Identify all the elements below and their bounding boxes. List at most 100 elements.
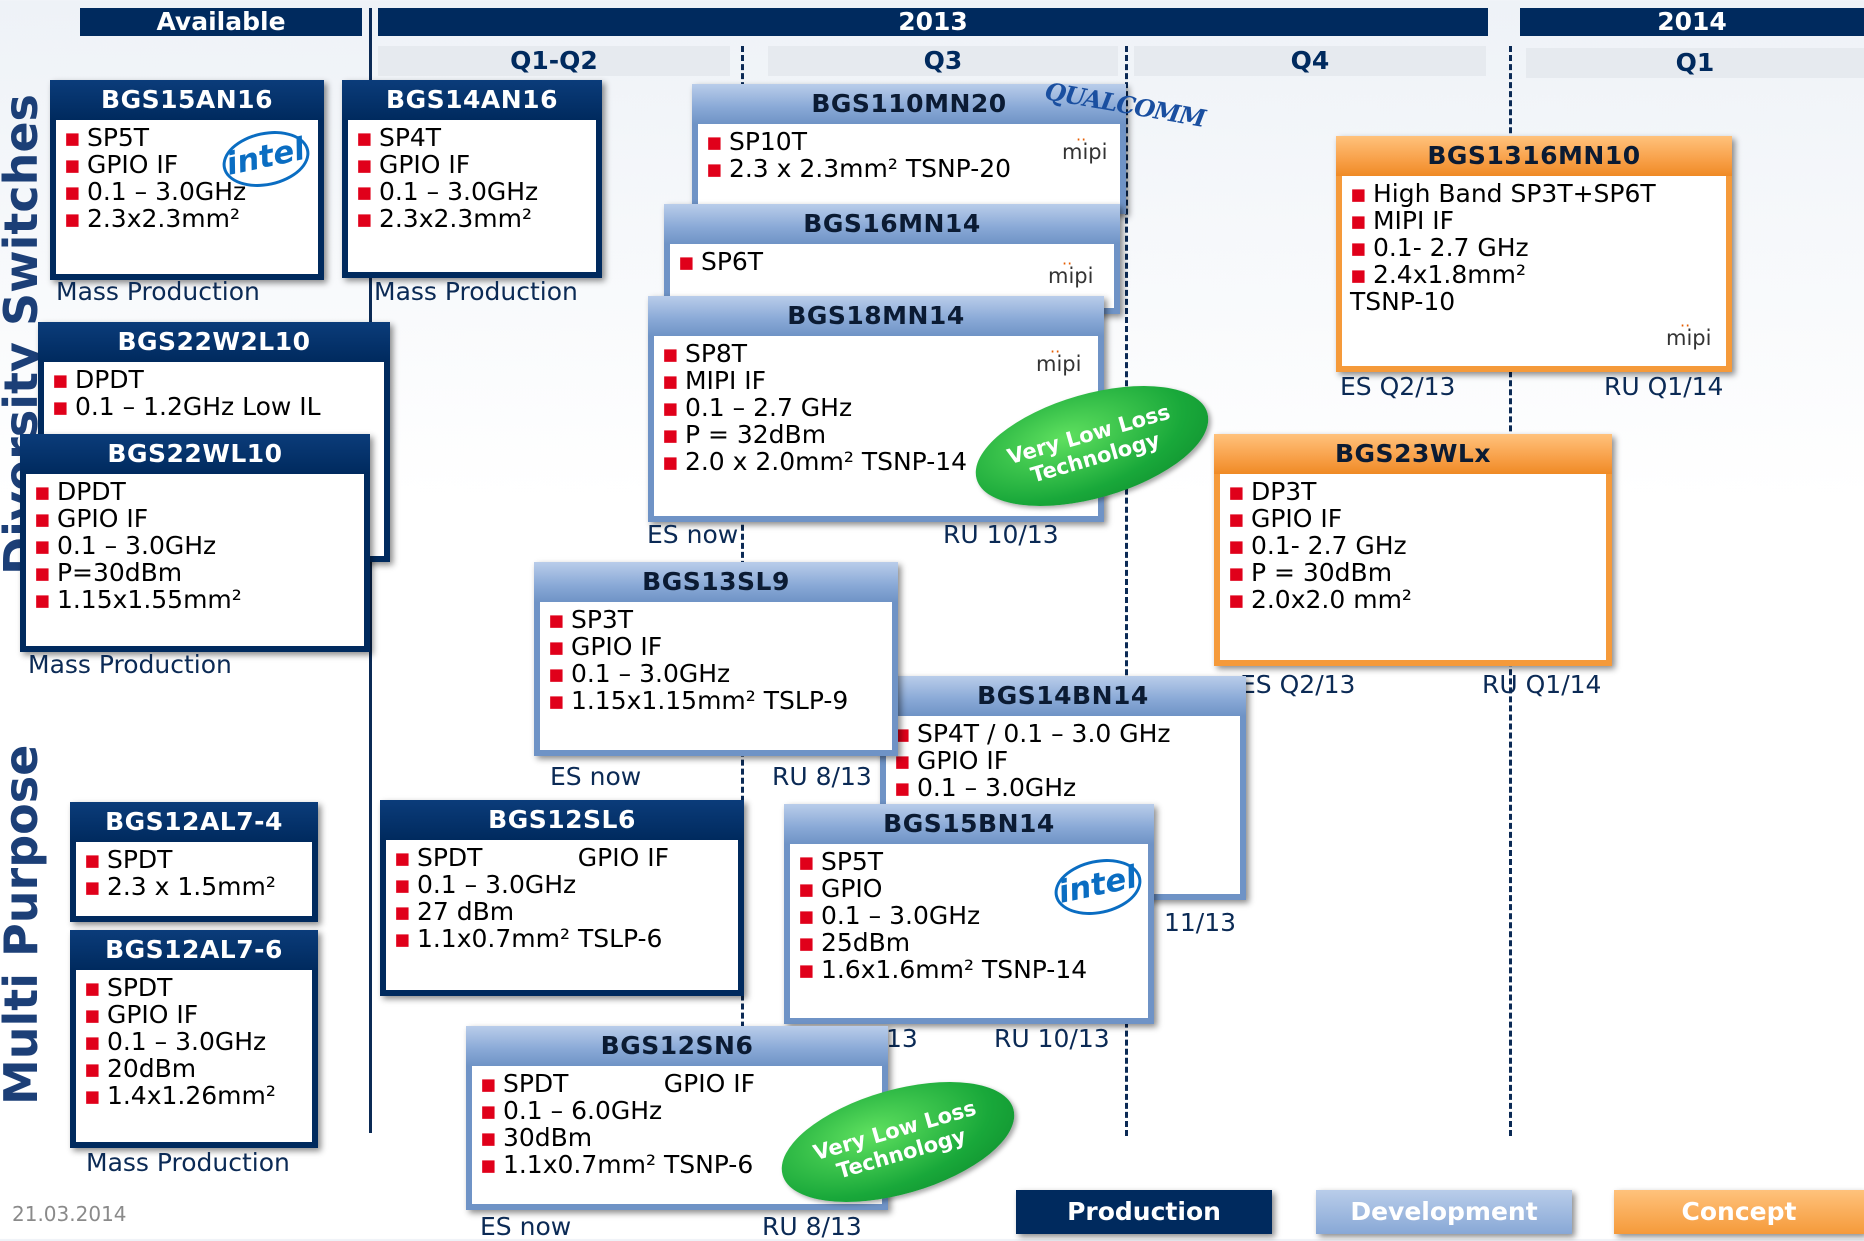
spec-item: 2.3 x 2.3mm² TSNP-20 <box>706 155 1112 182</box>
es-label: ES now <box>550 762 642 791</box>
mipi-logo-icon: mipi <box>1048 254 1093 288</box>
spec-item: 0.1 – 2.7 GHz <box>662 394 1090 421</box>
spec-item: SPDT <box>84 846 304 873</box>
spec-item: 0.1 – 1.2GHz Low IL <box>52 393 376 420</box>
card-body: SP4T GPIO IF 0.1 – 3.0GHz 2.3x2.3mm² <box>348 120 596 272</box>
card-bgs12sl6: BGS12SL6 SPDT GPIO IF 0.1 – 3.0GHz 27 dB… <box>380 800 744 996</box>
status-label: Mass Production <box>28 650 232 679</box>
card-title: BGS14BN14 <box>880 676 1246 716</box>
card-title: BGS15AN16 <box>50 80 324 120</box>
header-q3: Q3 <box>768 46 1118 76</box>
spec-item: SP4T <box>356 124 588 151</box>
card-bgs12sn6: BGS12SN6 SPDT GPIO IF 0.1 – 6.0GHz 30dBm… <box>466 1026 888 1210</box>
spec-item: 2.3x2.3mm² <box>64 205 310 232</box>
legend-production: Production <box>1016 1190 1272 1234</box>
card-body: High Band SP3T+SP6T MIPI IF 0.1- 2.7 GHz… <box>1342 176 1726 366</box>
spec-item: 0.1- 2.7 GHz <box>1350 234 1718 261</box>
spec-item-extra: TSNP-10 <box>1350 287 1456 316</box>
spec-item: SP4T / 0.1 – 3.0 GHz <box>894 720 1232 747</box>
spec-item: 27 dBm <box>394 898 730 925</box>
card-title: BGS14AN16 <box>342 80 602 120</box>
ru-label: RU Q1/14 <box>1482 670 1602 699</box>
header-year-2014: 2014 <box>1520 8 1864 36</box>
card-title: BGS18MN14 <box>648 296 1104 336</box>
spec-item: P = 30dBm <box>1228 559 1598 586</box>
spec-item: SPDT <box>84 974 304 1001</box>
spec-item: SP3T <box>548 606 884 633</box>
es-label: ES Q2/13 <box>1240 670 1356 699</box>
spec-item: 0.1- 2.7 GHz <box>1228 532 1598 559</box>
card-body: DP3T GPIO IF 0.1- 2.7 GHz P = 30dBm 2.0x… <box>1220 474 1606 660</box>
card-title: BGS12SL6 <box>380 800 744 840</box>
spec-item: 2.3 x 1.5mm² <box>84 873 304 900</box>
spec-item: 0.1 – 3.0GHz <box>798 902 1140 929</box>
card-title: BGS12SN6 <box>466 1026 888 1066</box>
card-bgs12al7-4: BGS12AL7-4 SPDT 2.3 x 1.5mm² <box>70 802 318 922</box>
spec-item: 0.1 – 3.0GHz <box>894 774 1232 801</box>
spec-item: 1.15x1.15mm² TSLP-9 <box>548 687 884 714</box>
card-body: SP5T GPIO IF 0.1 – 3.0GHz 2.3x2.3mm² <box>56 120 318 274</box>
card-title: BGS15BN14 <box>784 804 1154 844</box>
ru-label: RU 10/13 <box>943 520 1059 549</box>
spec-item: 2.0 x 2.0mm² TSNP-14 <box>662 448 1090 475</box>
card-bgs14an16: BGS14AN16 SP4T GPIO IF 0.1 – 3.0GHz 2.3x… <box>342 80 602 278</box>
spec-item: GPIO IF <box>34 505 356 532</box>
available-divider <box>369 8 372 1133</box>
header-year-2013: 2013 <box>378 8 1488 36</box>
card-bgs23wlx: BGS23WLx DP3T GPIO IF 0.1- 2.7 GHz P = 3… <box>1214 434 1612 666</box>
card-title: BGS12AL7-4 <box>70 802 318 842</box>
card-title: BGS110MN20 <box>692 84 1126 124</box>
card-title: BGS13SL9 <box>534 562 898 602</box>
card-body: DPDT GPIO IF 0.1 – 3.0GHz P=30dBm 1.15x1… <box>26 474 364 646</box>
spec-item: 0.1 – 3.0GHz <box>64 178 310 205</box>
card-title: BGS22WL10 <box>20 434 370 474</box>
spec-item: SP10T <box>706 128 1112 155</box>
card-bgs15bn14: BGS15BN14 SP5T GPIO 0.1 – 3.0GHz 25dBm 1… <box>784 804 1154 1024</box>
card-bgs110mn20: BGS110MN20 SP10T 2.3 x 2.3mm² TSNP-20 mi… <box>692 84 1126 214</box>
ru-label: RU 10/13 <box>994 1024 1110 1053</box>
spec-item: SP5T <box>64 124 310 151</box>
spec-item: 0.1 – 3.0GHz <box>84 1028 304 1055</box>
header-q4: Q4 <box>1134 46 1486 76</box>
spec-item: DPDT <box>52 366 376 393</box>
spec-item: SPDT GPIO IF <box>394 844 730 871</box>
card-title: BGS22W2L10 <box>38 322 390 362</box>
spec-item: 0.1 – 3.0GHz <box>34 532 356 559</box>
spec-item: GPIO IF <box>64 151 310 178</box>
footer-date: 21.03.2014 <box>12 1202 127 1226</box>
spec-item: 1.4x1.26mm² <box>84 1082 304 1109</box>
spec-item: DP3T <box>1228 478 1598 505</box>
ru-label: 11/13 <box>1164 908 1237 937</box>
card-title: BGS16MN14 <box>664 204 1120 244</box>
mipi-logo-icon: mipi <box>1062 130 1107 164</box>
spec-item: GPIO IF <box>548 633 884 660</box>
spec-item: 1.15x1.55mm² <box>34 586 356 613</box>
es-label: ES now <box>647 520 739 549</box>
card-body: SP10T 2.3 x 2.3mm² TSNP-20 <box>698 124 1120 208</box>
mipi-logo-icon: mipi <box>1666 316 1711 350</box>
q3-q4-divider <box>1125 46 1128 1136</box>
card-body: SPDT 2.3 x 1.5mm² <box>76 842 312 916</box>
spec-item: 2.0x2.0 mm² <box>1228 586 1598 613</box>
header-q1q2: Q1-Q2 <box>378 46 730 76</box>
spec-item: P=30dBm <box>34 559 356 586</box>
spec-item: 1.1x0.7mm² TSLP-6 <box>394 925 730 952</box>
spec-item: 2.4x1.8mm² <box>1350 261 1718 288</box>
spec-item: 25dBm <box>798 929 1140 956</box>
legend-development: Development <box>1316 1190 1572 1234</box>
spec-item: GPIO IF <box>356 151 588 178</box>
card-title: BGS1316MN10 <box>1336 136 1732 176</box>
spec-item: 2.3x2.3mm² <box>356 205 588 232</box>
spec-item: 0.1 – 6.0GHz <box>480 1097 874 1124</box>
spec-item: P = 32dBm <box>662 421 1090 448</box>
spec-item: GPIO IF <box>894 747 1232 774</box>
status-label: Mass Production <box>56 277 260 306</box>
ru-label: RU 8/13 <box>762 1212 862 1241</box>
spec-item: GPIO IF <box>1228 505 1598 532</box>
spec-item: 1.1x0.7mm² TSNP-6 <box>480 1151 874 1178</box>
card-bgs1316mn10: BGS1316MN10 High Band SP3T+SP6T MIPI IF … <box>1336 136 1732 372</box>
spec-item: 20dBm <box>84 1055 304 1082</box>
card-bgs15an16: BGS15AN16 SP5T GPIO IF 0.1 – 3.0GHz 2.3x… <box>50 80 324 280</box>
spec-item: 0.1 – 3.0GHz <box>356 178 588 205</box>
card-title: BGS23WLx <box>1214 434 1612 474</box>
